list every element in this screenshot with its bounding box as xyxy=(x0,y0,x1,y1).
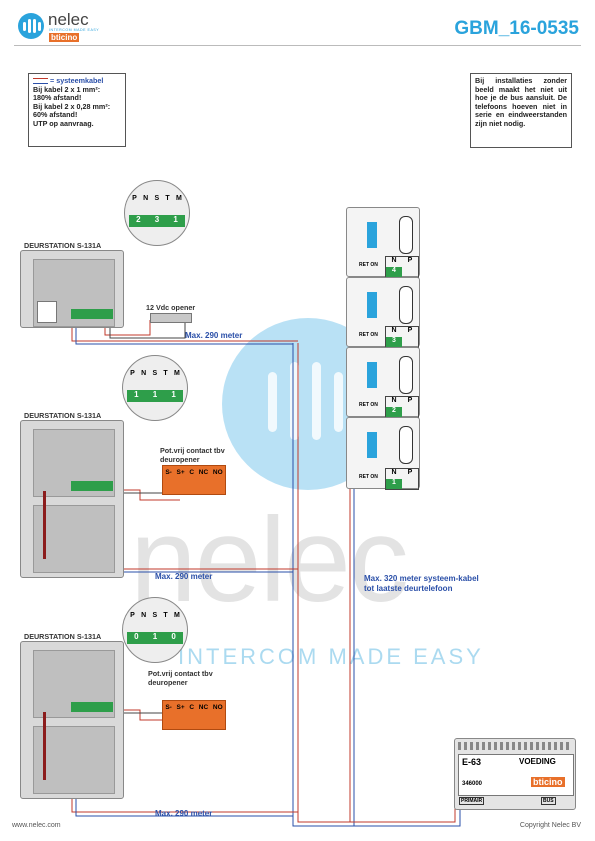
phone-address: 3 xyxy=(386,337,402,347)
psu-title: VOEDING xyxy=(519,757,556,766)
door-opener xyxy=(150,313,192,323)
relay-label: Pot.vrij contact tbv deuropener xyxy=(148,669,213,687)
distance-label: Max. 290 meter xyxy=(155,809,213,818)
door-station-label: DEURSTATION S-131A xyxy=(24,241,102,250)
handset-icon xyxy=(399,426,413,464)
legend-title: = systeemkabel xyxy=(33,76,121,86)
power-supply: E-63 VOEDING 346000 bticino PRIMAIR BUS xyxy=(454,738,576,810)
header-divider xyxy=(14,45,581,46)
footer-url: www.nelec.com xyxy=(12,822,61,829)
door-station-2 xyxy=(20,420,124,578)
watermark-tagline: INTERCOM MADE EASY xyxy=(178,644,484,669)
note-text: Bij installaties zonder beeld maakt het … xyxy=(475,76,567,128)
door-station-3 xyxy=(20,641,124,799)
system-cable-swatch xyxy=(33,78,48,85)
handset-icon xyxy=(399,216,413,254)
psu-model: E-63 xyxy=(462,757,482,767)
handset-icon xyxy=(399,356,413,394)
doc-code: GBM_16-0535 xyxy=(454,18,579,39)
door-station-label: DEURSTATION S-131A xyxy=(24,632,102,641)
phone-address: 4 xyxy=(386,267,402,277)
watermark-bars xyxy=(260,362,360,442)
address-digit: 1 xyxy=(171,390,176,399)
address-digit: 0 xyxy=(171,632,176,641)
address-digit: 1 xyxy=(134,390,139,399)
distance-label: Max. 290 meter xyxy=(185,331,243,340)
legend-line: 60% afstand! xyxy=(33,110,78,120)
relay-label: Pot.vrij contact tbv deuropener xyxy=(160,446,225,464)
watermark-text: nelec xyxy=(130,493,409,627)
legend-line: 180% afstand! xyxy=(33,93,82,103)
handset-icon xyxy=(399,286,413,324)
psu-bus: BUS xyxy=(541,797,556,805)
address-digit: 1 xyxy=(152,390,158,399)
nelec-logo-icon xyxy=(18,13,44,39)
bticino-logo: bticino xyxy=(531,777,565,787)
brand-name: nelec xyxy=(48,10,89,29)
legend-box: = systeemkabel Bij kabel 2 x 1 mm²: 180%… xyxy=(28,73,126,147)
legend-line: UTP op aanvraag. xyxy=(33,118,94,128)
brand-tagline: INTERCOM MADE EASY xyxy=(49,28,100,32)
opener-label: 12 Vdc opener xyxy=(146,303,196,312)
door-station-label: DEURSTATION S-131A xyxy=(24,411,102,420)
legend-line: Bij kabel 2 x 1 mm²: xyxy=(33,84,101,94)
footer-copyright: Copyright Nelec BV xyxy=(519,822,581,829)
address-digit: 2 xyxy=(136,215,141,224)
riser-note: Max. 320 meter systeem-kabel tot laatste… xyxy=(364,574,479,593)
phone-address: 1 xyxy=(386,479,402,489)
legend-line: Bij kabel 2 x 0,28 mm²: xyxy=(33,101,111,111)
address-digit: 0 xyxy=(134,632,139,641)
address-digit: 3 xyxy=(154,215,160,224)
distance-label: Max. 290 meter xyxy=(155,572,213,581)
address-digit: 1 xyxy=(152,632,158,641)
psu-code: 346000 xyxy=(462,781,483,787)
psu-primair: PRIMAIR xyxy=(459,797,485,805)
note-box: Bij installaties zonder beeld maakt het … xyxy=(470,73,572,148)
address-digit: 1 xyxy=(173,215,178,224)
bticino-logo: bticino xyxy=(49,33,80,42)
door-station-1 xyxy=(20,250,124,328)
phone-address: 2 xyxy=(386,407,402,417)
